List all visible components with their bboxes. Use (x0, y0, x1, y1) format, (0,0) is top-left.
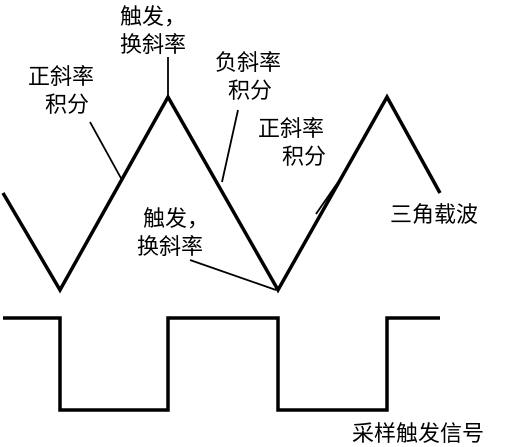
label-trigger-bottom-line2: 换斜率 (137, 235, 203, 260)
label-positive-slope-right-line1: 正斜率 (258, 117, 324, 142)
pointer-negative-slope (221, 109, 239, 183)
triangle-carrier-wave (1, 93, 442, 294)
label-positive-slope-left-line1: 正斜率 (28, 65, 94, 90)
pointer-positive-slope-left (89, 121, 123, 181)
label-triangle-carrier: 三角载波 (390, 203, 478, 228)
label-sampling-trigger-signal: 采样触发信号 (352, 422, 484, 447)
label-trigger-top-line2: 换斜率 (120, 33, 186, 58)
pointer-positive-slope-right (315, 171, 346, 215)
sampling-trigger-square-wave (3, 316, 440, 412)
label-negative-slope-line1: 负斜率 (215, 51, 281, 76)
label-positive-slope-right-line2: 积分 (282, 145, 326, 170)
label-trigger-top-line1: 触发， (120, 5, 186, 30)
label-trigger-bottom-line1: 触发， (143, 207, 209, 232)
label-negative-slope-line2: 积分 (228, 79, 272, 104)
pointer-trigger-bottom (189, 259, 277, 291)
label-positive-slope-left-line2: 积分 (45, 93, 89, 118)
